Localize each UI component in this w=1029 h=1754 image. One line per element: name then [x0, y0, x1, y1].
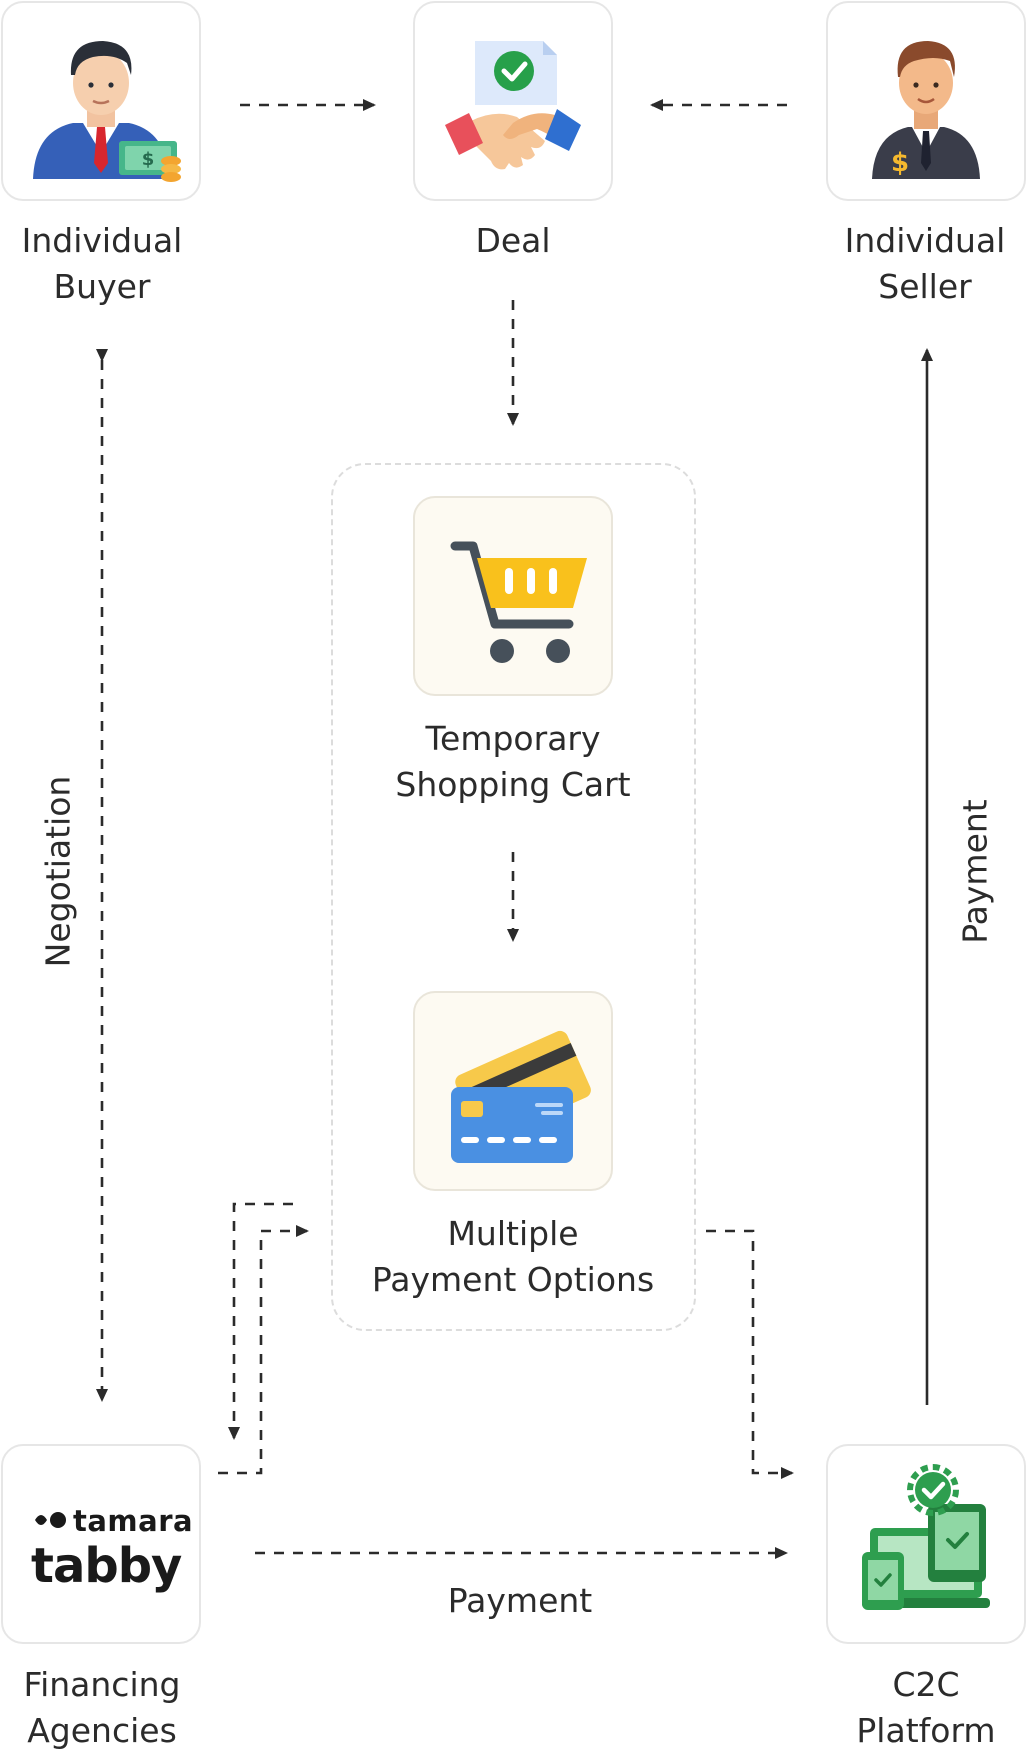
edge-options-to-financing	[228, 1202, 293, 1440]
deal-label: Deal	[363, 218, 663, 264]
buyer-label-line1: Individual	[21, 221, 183, 260]
platform-label: C2C Platform	[776, 1662, 1029, 1754]
c2c-platform-devices-icon	[862, 1464, 990, 1610]
financing-card: tamara tabby	[1, 1444, 201, 1644]
deal-label-line1: Deal	[475, 221, 551, 260]
seller-businessman-icon: $	[872, 41, 980, 179]
seller-card: $	[826, 1, 1026, 201]
buyer-card: $	[1, 1, 201, 201]
tamara-logo: tamara	[33, 1504, 193, 1538]
svg-text:$: $	[891, 148, 909, 178]
platform-card	[826, 1444, 1026, 1644]
payment-options-label-line2: Payment Options	[371, 1260, 655, 1299]
cart-label: Temporary Shopping Cart	[363, 716, 663, 808]
svg-text:$: $	[142, 149, 155, 170]
financing-label: Financing Agencies	[0, 1662, 252, 1754]
payment-options-label: Multiple Payment Options	[363, 1211, 663, 1303]
payment-options-card	[413, 991, 613, 1191]
shopping-cart-icon	[450, 541, 587, 663]
cart-label-line1: Temporary	[425, 719, 601, 758]
deal-card	[413, 1, 613, 201]
platform-label-line2: Platform	[856, 1711, 996, 1750]
cart-label-line2: Shopping Cart	[395, 765, 631, 804]
negotiation-edge-label: Negotiation	[38, 775, 78, 968]
tamara-logo-icon	[35, 1512, 66, 1528]
seller-label-line1: Individual	[844, 221, 1006, 260]
handshake-deal-icon	[445, 41, 581, 170]
credit-cards-icon	[451, 1030, 591, 1163]
payment-to-seller-edge-label: Payment	[955, 799, 995, 944]
platform-label-line1: C2C	[892, 1665, 960, 1704]
cart-card	[413, 496, 613, 696]
seller-label: Individual Seller	[775, 218, 1029, 310]
financing-label-line1: Financing	[23, 1665, 181, 1704]
payment-options-label-line1: Multiple	[447, 1214, 579, 1253]
buyer-businessman-icon: $	[33, 41, 181, 182]
financing-label-line2: Agencies	[27, 1711, 177, 1750]
tamara-logo-text: tamara	[73, 1504, 194, 1538]
buyer-label: Individual Buyer	[0, 218, 252, 310]
edge-options-to-platform	[706, 1229, 794, 1479]
checkout-group-box	[331, 463, 696, 1331]
tabby-logo: tabby	[31, 1538, 182, 1594]
buyer-label-line2: Buyer	[53, 267, 151, 306]
edge-financing-to-options	[218, 1225, 309, 1475]
payment-to-platform-edge-label: Payment	[447, 1581, 593, 1620]
seller-label-line2: Seller	[878, 267, 972, 306]
